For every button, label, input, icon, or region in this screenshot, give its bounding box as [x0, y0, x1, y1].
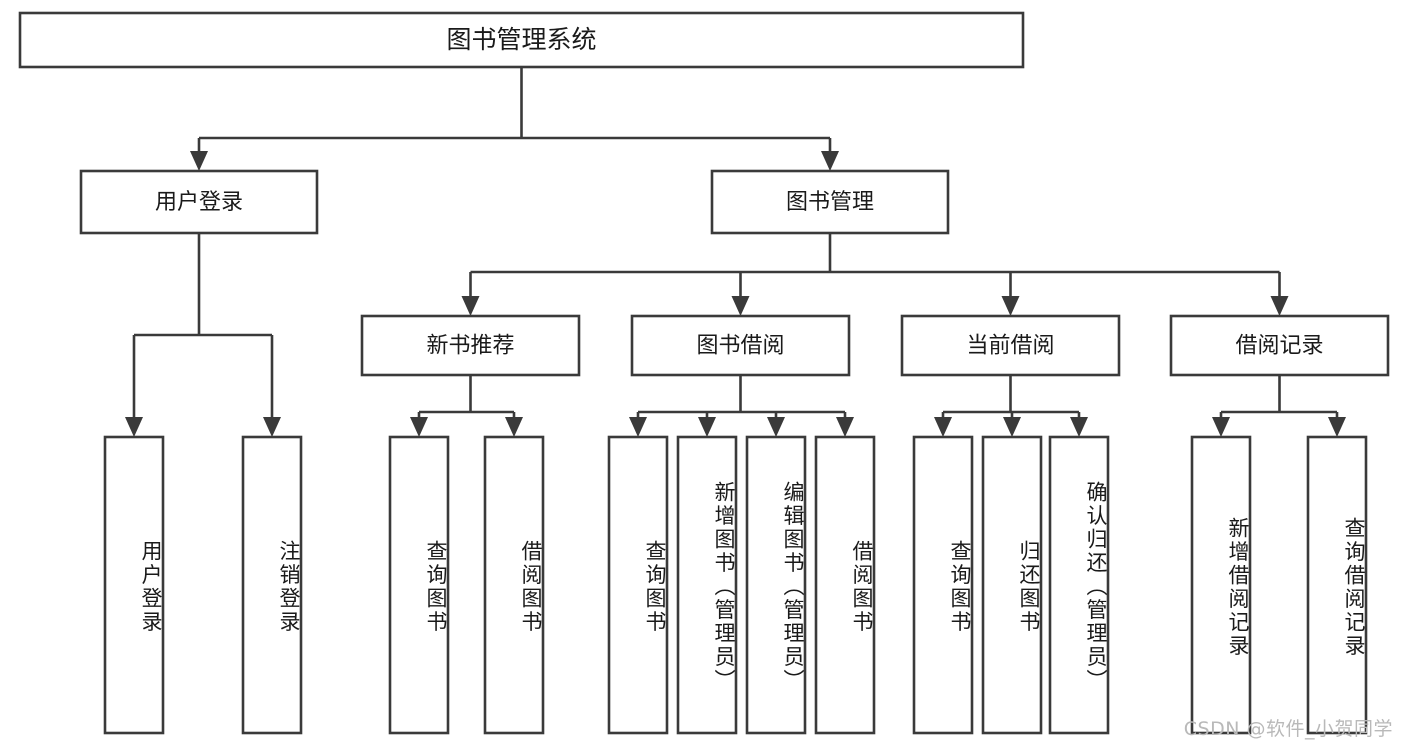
- arrow-head-icon-leaf-cb-return: [1003, 417, 1021, 437]
- node-label-book-manage: 图书管理: [786, 190, 874, 215]
- arrow-head-icon-leaf-rec-borrow: [505, 417, 523, 437]
- node-box-book-borrow[interactable]: [630, 314, 851, 377]
- node-label-current-borrow: 当前借阅: [966, 334, 1054, 359]
- arrow-head-icon-leaf-br-add: [1212, 417, 1230, 437]
- csdn-watermark: CSDN @软件_小贺同学: [1183, 718, 1393, 740]
- node-box-leaf-user-logout[interactable]: [241, 435, 303, 735]
- arrow-head-icon-current-borrow: [1001, 296, 1020, 316]
- node-box-user-login[interactable]: [79, 169, 319, 235]
- arrow-head-icon-leaf-user-login: [125, 417, 143, 437]
- node-box-leaf-bb-add[interactable]: [676, 435, 738, 735]
- arrow-head-icon-user-login: [190, 151, 208, 171]
- node-box-leaf-rec-borrow[interactable]: [483, 435, 545, 735]
- node-box-leaf-user-login[interactable]: [103, 435, 165, 735]
- node-box-leaf-cb-confirm[interactable]: [1048, 435, 1110, 735]
- arrow-head-icon-leaf-rec-query: [410, 417, 428, 437]
- node-box-leaf-cb-return[interactable]: [981, 435, 1043, 735]
- node-box-leaf-rec-query[interactable]: [388, 435, 450, 735]
- arrow-head-icon-leaf-br-query: [1328, 417, 1346, 437]
- node-box-leaf-bb-edit[interactable]: [745, 435, 807, 735]
- node-label-root: 图书管理系统: [446, 25, 596, 54]
- node-label-borrow-record: 借阅记录: [1235, 334, 1323, 359]
- node-label-new-book-rec: 新书推荐: [426, 334, 514, 359]
- node-box-leaf-bb-query[interactable]: [607, 435, 669, 735]
- node-box-leaf-bb-borrow[interactable]: [814, 435, 876, 735]
- arrow-head-icon-leaf-bb-query: [629, 417, 647, 437]
- arrow-head-icon-leaf-bb-borrow: [836, 417, 854, 437]
- node-box-borrow-record[interactable]: [1169, 314, 1390, 377]
- arrow-head-icon-book-borrow: [731, 296, 750, 316]
- arrow-head-icon-new-book-rec: [461, 296, 480, 316]
- arrow-head-icon-book-manage: [821, 151, 839, 171]
- node-box-leaf-br-query[interactable]: [1306, 435, 1368, 735]
- node-box-leaf-cb-query[interactable]: [912, 435, 974, 735]
- arrow-head-icon-leaf-bb-add: [698, 417, 716, 437]
- node-label-book-borrow: 图书借阅: [696, 334, 784, 359]
- arrow-head-icon-borrow-record: [1270, 296, 1289, 316]
- connectors-layer: [125, 67, 1346, 437]
- arrow-head-icon-leaf-cb-confirm: [1070, 417, 1088, 437]
- node-box-leaf-br-add[interactable]: [1190, 435, 1252, 735]
- node-box-book-manage[interactable]: [710, 169, 950, 235]
- node-boxes-layer: [18, 11, 1390, 735]
- node-box-current-borrow[interactable]: [900, 314, 1121, 377]
- node-box-new-book-rec[interactable]: [360, 314, 581, 377]
- node-box-root[interactable]: [18, 11, 1025, 69]
- arrow-head-icon-leaf-user-logout: [263, 417, 281, 437]
- node-label-user-login: 用户登录: [155, 190, 243, 215]
- arrow-head-icon-leaf-bb-edit: [767, 417, 785, 437]
- arrow-head-icon-leaf-cb-query: [934, 417, 952, 437]
